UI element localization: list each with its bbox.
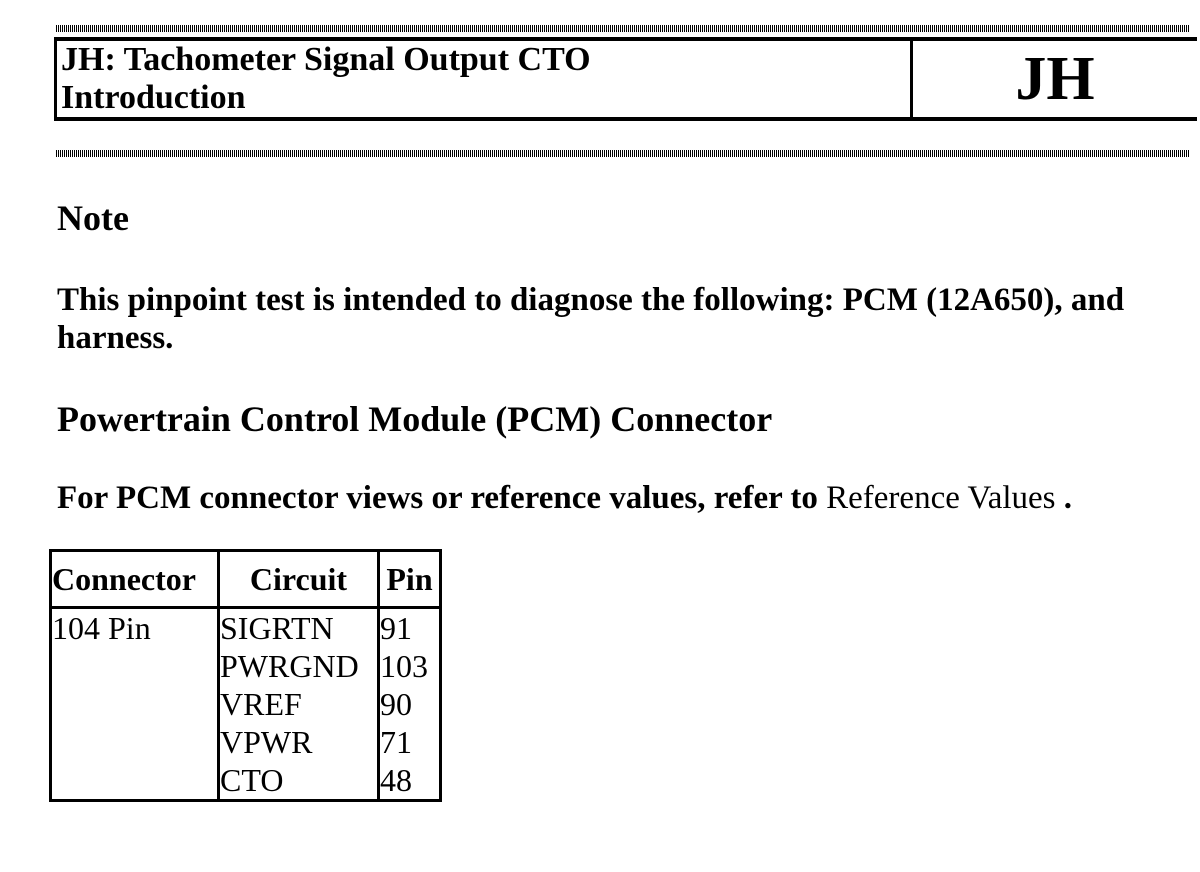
connector-value: 104 Pin xyxy=(52,610,151,646)
note-heading: Note xyxy=(57,198,129,238)
note-paragraph-line-2: harness. xyxy=(57,320,174,356)
connector-table: Connector Circuit Pin 104 Pin SIGRTN PWR… xyxy=(49,549,442,802)
header-code-cell: JH xyxy=(913,41,1197,117)
circuit-value: VPWR xyxy=(220,724,313,760)
note-paragraph: This pinpoint test is intended to diagno… xyxy=(57,281,1124,357)
pin-cell: 91 103 90 71 48 xyxy=(377,606,442,802)
circuit-cell: SIGRTN PWRGND VREF VPWR CTO xyxy=(217,606,380,802)
circuit-value: VREF xyxy=(220,686,302,722)
page-title: JH: Tachometer Signal Output CTO xyxy=(61,41,591,78)
connector-table-header-row: Connector Circuit Pin xyxy=(49,549,442,609)
pin-value: 103 xyxy=(380,648,428,684)
pin-value: 91 xyxy=(380,610,412,646)
reference-values-link[interactable]: Reference Values xyxy=(826,480,1056,516)
page-header: JH: Tachometer Signal Output CTO Introdu… xyxy=(54,37,1197,121)
circuit-column-header: Circuit xyxy=(217,549,380,609)
section-code: JH xyxy=(1015,45,1095,113)
circuit-value: CTO xyxy=(220,762,284,798)
top-hatch-divider xyxy=(56,25,1190,32)
header-title-cell: JH: Tachometer Signal Output CTO Introdu… xyxy=(57,41,913,117)
page-subtitle: Introduction xyxy=(61,79,246,116)
connector-cell: 104 Pin xyxy=(49,606,220,802)
pin-value: 90 xyxy=(380,686,412,722)
connector-column-header: Connector xyxy=(49,549,220,609)
pin-value: 48 xyxy=(380,762,412,798)
pin-column-header: Pin xyxy=(377,549,442,609)
reference-sentence-suffix: . xyxy=(1055,480,1072,516)
note-paragraph-line-1: This pinpoint test is intended to diagno… xyxy=(57,282,1125,318)
pin-value: 71 xyxy=(380,724,412,760)
pcm-connector-heading: Powertrain Control Module (PCM) Connecto… xyxy=(57,399,773,439)
reference-sentence-prefix: For PCM connector views or reference val… xyxy=(57,480,827,516)
reference-sentence: For PCM connector views or reference val… xyxy=(57,479,1072,517)
circuit-value: PWRGND xyxy=(220,648,359,684)
connector-table-row: 104 Pin SIGRTN PWRGND VREF VPWR CTO 91 1… xyxy=(49,606,442,802)
circuit-value: SIGRTN xyxy=(220,610,334,646)
header-bottom-hatch-divider xyxy=(56,150,1190,157)
